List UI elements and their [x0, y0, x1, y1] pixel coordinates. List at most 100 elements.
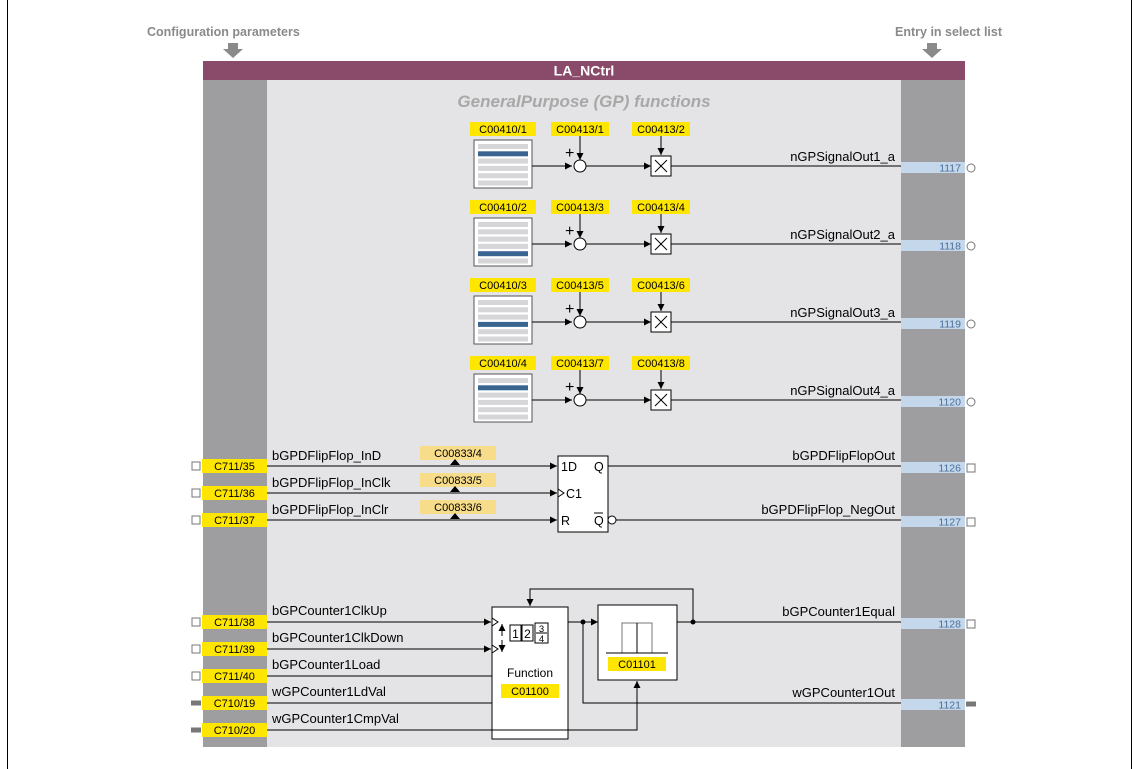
gp-output-port — [966, 241, 976, 251]
ff-output-port — [966, 463, 976, 473]
counter-input-name: wGPCounter1LdVal — [271, 684, 386, 699]
counter-section: C711/38bGPCounter1ClkUpC711/39bGPCounter… — [191, 588, 976, 740]
counter-input-code-bg — [202, 615, 267, 629]
block-subtitle: GeneralPurpose (GP) functions — [457, 92, 710, 111]
ff-output-code: 1126 — [938, 463, 961, 475]
title-bar — [203, 61, 965, 80]
ff-input-port — [191, 461, 201, 471]
counter-input-port — [191, 671, 201, 681]
plus-sign: + — [565, 145, 574, 162]
summing-point — [573, 315, 587, 329]
counter-function-code: C01100 — [511, 686, 549, 698]
counter-digit-box — [509, 624, 522, 642]
ff-param-indicator — [450, 486, 460, 492]
ff-output-code-bg — [901, 516, 965, 527]
counter-input-code-bg — [202, 723, 267, 737]
gp-output-port — [966, 319, 976, 329]
ff-param-code: C00833/4 — [434, 448, 482, 460]
ff-output-port — [966, 517, 976, 527]
selector-row — [478, 329, 528, 335]
ff-input-port — [191, 488, 201, 498]
multiplier-cross-b — [654, 237, 668, 251]
ff-param-code-bg — [420, 500, 496, 514]
multiplier-cross-b — [654, 159, 668, 173]
entry-select-heading: Entry in select list — [895, 25, 1003, 39]
counter-input-code: C710/20 — [214, 725, 256, 737]
selector-row — [478, 307, 528, 313]
selector-row — [478, 236, 528, 242]
selector-row — [478, 392, 528, 398]
selector-code-label-bg — [470, 278, 536, 292]
equal-feedback-line — [526, 588, 694, 622]
counter-out-line — [582, 622, 901, 704]
selector-row — [478, 173, 528, 179]
ff-pin-qbar: Q — [594, 514, 604, 528]
ff-pin-r: R — [561, 514, 570, 528]
counter-input-port — [191, 727, 201, 733]
selector-code-label: C00410/2 — [479, 202, 527, 214]
ff-clock-icon — [557, 488, 565, 498]
selector-row — [478, 180, 528, 186]
selector-row-active — [478, 251, 528, 257]
counter-equal-code: 1128 — [938, 619, 961, 631]
counter-digit: 2 — [524, 627, 531, 641]
counter-down-clock-icon — [491, 644, 499, 654]
gp-output-name: nGPSignalOut1_a — [790, 149, 896, 164]
ff-input-code-bg — [202, 513, 267, 527]
selector-row — [478, 378, 528, 383]
comparator-code: C01101 — [618, 659, 656, 671]
selector-code-label-bg — [470, 122, 536, 136]
selector-row — [478, 158, 528, 164]
entry-arrow-icon — [922, 43, 942, 58]
counter-input-code-bg — [202, 669, 267, 683]
inner-panel — [267, 80, 901, 747]
gp-output-code: 1118 — [939, 241, 961, 253]
ff-negation-circle — [607, 515, 617, 525]
ff-output-name: bGPDFlipFlop_NegOut — [761, 502, 895, 517]
selector-row — [478, 300, 528, 305]
ff-output-code: 1127 — [938, 517, 961, 529]
ff-input-name: bGPDFlipFlop_InD — [272, 448, 381, 463]
ff-pin-d: 1D — [561, 460, 577, 474]
counter-equal-code-bg — [901, 618, 965, 629]
offset-code-label: C00413/1 — [556, 124, 604, 136]
selector-row — [478, 243, 528, 249]
gain-code-label: C00413/2 — [637, 124, 685, 136]
counter-function-code-bg — [501, 684, 559, 698]
counter-input-code: C711/40 — [214, 671, 255, 683]
selector-row — [478, 229, 528, 235]
selector-code-label-bg — [470, 200, 536, 214]
offset-code-label: C00413/5 — [556, 280, 604, 292]
offset-code-label-bg — [551, 200, 609, 214]
counter-digit: 3 — [539, 624, 544, 635]
counter-input-code-bg — [202, 696, 267, 710]
plus-sign: + — [565, 301, 574, 318]
gain-code-label: C00413/8 — [637, 358, 685, 370]
counter-function-label: Function — [507, 666, 553, 680]
offset-code-label: C00413/7 — [556, 358, 604, 370]
gp-output-port — [966, 397, 976, 407]
selector-row — [478, 222, 528, 227]
selector-row — [478, 144, 528, 149]
gain-code-label: C00413/6 — [637, 280, 685, 292]
ff-pin-q: Q — [594, 460, 604, 474]
counter-digit: 4 — [539, 634, 544, 645]
counter-input-port — [191, 617, 201, 627]
counter-out-name: wGPCounter1Out — [791, 685, 895, 700]
counter-equal-port — [966, 619, 976, 629]
selector-row — [478, 258, 528, 264]
counter-up-clock-icon — [491, 617, 499, 627]
ff-input-code-bg — [202, 486, 267, 500]
gain-code-label: C00413/4 — [637, 202, 685, 214]
plus-sign: + — [565, 223, 574, 240]
selector-row — [478, 336, 528, 342]
left-column — [203, 80, 267, 747]
counter-digit-box — [521, 624, 534, 642]
plus-sign: + — [565, 379, 574, 396]
gp-output-code: 1119 — [939, 319, 961, 331]
counter-equal-name: bGPCounter1Equal — [782, 604, 895, 619]
gp-output-code-bg — [901, 318, 965, 329]
gain-code-label-bg — [632, 200, 690, 214]
ff-input-name: bGPDFlipFlop_InClr — [272, 502, 389, 517]
